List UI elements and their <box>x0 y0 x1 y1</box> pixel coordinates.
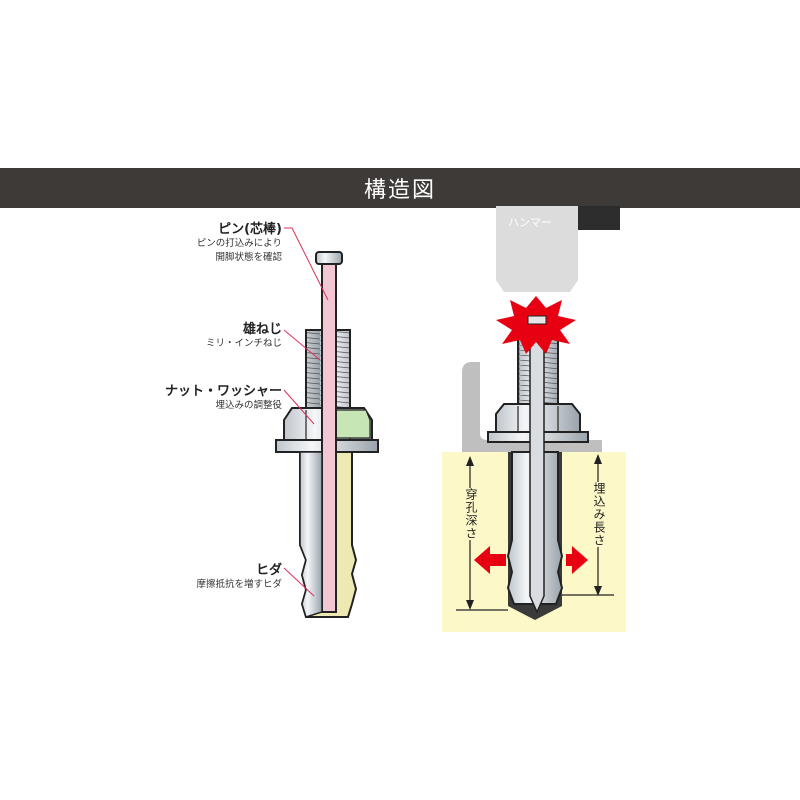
arrow-right <box>566 546 588 574</box>
label-pin-title: ピン(芯棒) <box>218 222 282 237</box>
left-pin <box>321 261 337 613</box>
label-pin: ピン(芯棒) ピンの打込みにより 開脚状態を確認 <box>197 218 282 265</box>
label-nut-washer-desc: 埋込みの調整役 <box>215 400 282 411</box>
label-male-thread-title: 雄ねじ <box>242 322 282 337</box>
label-pin-desc1: ピンの打込みにより <box>196 238 282 249</box>
left-anchor <box>275 251 379 618</box>
right-pin <box>529 317 545 614</box>
embed-length-label: 埋込み長さ <box>591 482 608 547</box>
leader-nut <box>283 389 315 425</box>
label-nut-washer: ナット・ワッシャー 埋込みの調整役 <box>165 380 282 413</box>
label-hida-desc: 摩擦抵抗を増すヒダ <box>196 579 282 590</box>
label-pin-desc2: 開脚状態を確認 <box>215 252 282 263</box>
hammer-head <box>496 206 578 292</box>
impact-burst <box>496 296 576 354</box>
hammer-label: ハンマー <box>508 216 552 229</box>
drill-depth-label: 穿孔深さ <box>463 488 480 540</box>
leader-lines <box>283 227 329 597</box>
left-pin-head <box>315 251 343 265</box>
leader-hida <box>283 567 315 597</box>
leader-pin <box>284 227 329 301</box>
label-hida: ヒダ 摩擦抵抗を増すヒダ <box>196 559 282 592</box>
label-hida-title: ヒダ <box>255 563 282 578</box>
label-nut-washer-title: ナット・ワッシャー <box>164 384 282 399</box>
hammer <box>496 206 620 292</box>
label-male-thread: 雄ねじ ミリ・インチねじ <box>206 318 282 351</box>
arrow-left <box>474 546 506 574</box>
banner-title: 構造図 <box>363 178 436 203</box>
section-banner: 構造図 <box>0 168 800 208</box>
leader-thread <box>283 329 321 361</box>
label-male-thread-desc: ミリ・インチねじ <box>205 338 282 349</box>
